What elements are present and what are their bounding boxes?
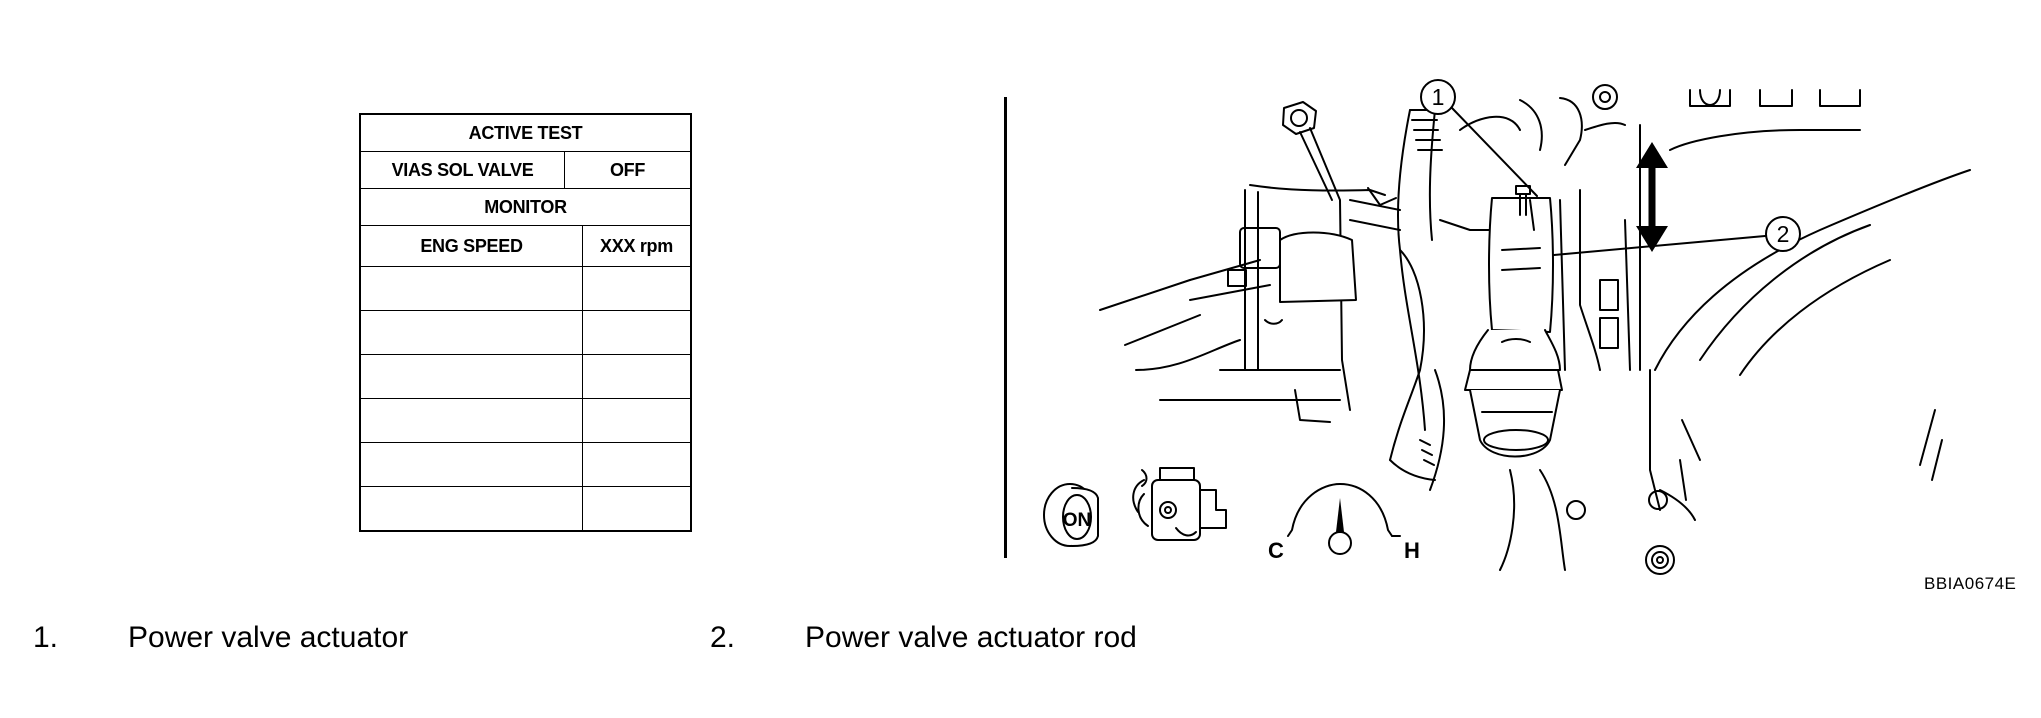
empty-monitor-row [361,487,690,530]
callout-2: 2 [1553,216,1801,256]
test-item-row: VIAS SOL VALVE OFF [361,152,690,189]
legend-item-1: 1. Power valve actuator [33,621,408,655]
up-down-arrow-icon [1636,142,1668,252]
empty-cell [583,267,690,310]
empty-cell [583,399,690,442]
empty-monitor-row [361,355,690,399]
engine-warm-icon [1132,467,1227,541]
panel-divider [1004,97,1007,558]
gauge-hot-label: H [1404,538,1420,563]
engine-illustration: 1 2 ON C [1040,70,2030,590]
intake-hoses [1349,97,1626,491]
empty-cell [361,355,583,398]
legend-number: 1. [33,621,59,654]
test-item-label: VIAS SOL VALVE [361,152,565,188]
empty-cell [583,311,690,354]
gauge-cold-label: C [1268,538,1284,563]
empty-monitor-row [361,399,690,443]
legend-text: Power valve actuator [128,621,409,654]
bracket-assembly [1099,101,1386,423]
empty-cell [361,487,583,530]
ignition-on-label: ON [1063,510,1092,531]
legend-text: Power valve actuator rod [805,621,1137,654]
empty-cell [361,267,583,310]
figure-code: BBIA0674E [1924,574,2017,593]
empty-cell [583,443,690,486]
test-item-value: OFF [609,159,646,180]
empty-cell [361,443,583,486]
empty-cell [361,311,583,354]
manifold-structure [1499,84,1971,575]
empty-cell [583,355,690,398]
callout-2-label: 2 [1777,221,1790,247]
callout-1: 1 [1420,79,1538,197]
empty-cell [361,399,583,442]
monitor-item-value: XXX rpm [600,235,673,256]
temperature-gauge-icon: C H [1268,483,1420,563]
ignition-key-on-icon: ON [1043,483,1099,547]
monitor-header-row: MONITOR [361,189,690,226]
callout-1-label: 1 [1432,84,1445,110]
empty-monitor-row [361,443,690,487]
legend-item-2: 2. Power valve actuator rod [710,621,1137,655]
power-valve-actuator [1464,185,1563,458]
empty-cell [583,487,690,530]
active-test-header: ACTIVE TEST [468,122,583,143]
empty-monitor-row [361,311,690,355]
consult-screen-table: ACTIVE TEST VIAS SOL VALVE OFF MONITOR E… [359,113,692,532]
monitor-item-row: ENG SPEED XXX rpm [361,226,690,267]
active-test-header-row: ACTIVE TEST [361,115,690,152]
monitor-header: MONITOR [484,196,567,217]
empty-monitor-row [361,267,690,311]
legend-number: 2. [710,621,736,654]
monitor-item-label: ENG SPEED [361,226,583,266]
